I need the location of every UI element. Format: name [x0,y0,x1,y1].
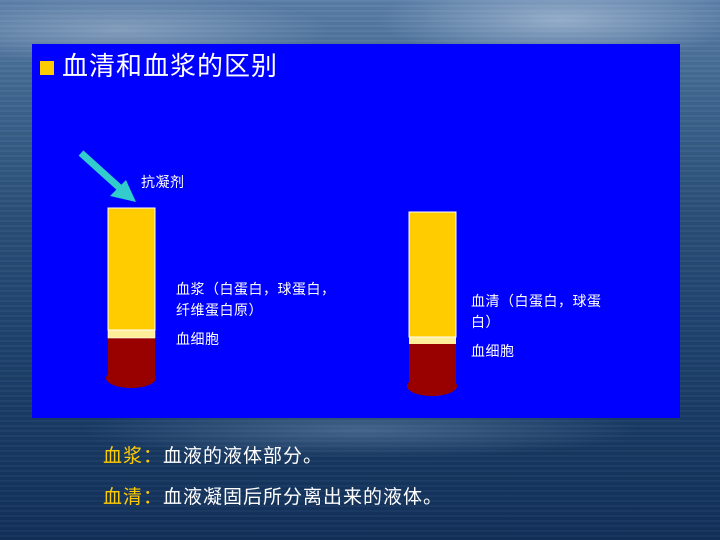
title-row: 血清和血浆的区别 [40,51,278,83]
left-tube-cells [108,338,155,378]
right-tube-interface [409,337,456,344]
square-bullet-icon [40,61,54,75]
left-cells-label: 血细胞 [176,332,220,348]
serum-label: 血清（白蛋白，球蛋白） [471,294,602,331]
definition-plasma: 血浆：血液的液体部分。 [103,443,323,469]
anticoagulant-arrow-icon [78,150,136,202]
slide-title: 血清和血浆的区别 [62,52,279,82]
definition-text: 血液的液体部分。 [163,445,324,467]
left-tube-plasma [107,207,156,331]
anticoagulant-label: 抗凝剂 [141,175,185,191]
right-tube-cells [409,344,456,386]
definition-term: 血浆： [103,445,164,467]
right-tube-serum [408,211,457,338]
left-tube [106,207,156,388]
left-tube-buffy-coat [107,329,156,339]
definition-serum: 血清：血液凝固后所分离出来的液体。 [103,484,443,510]
right-cells-label: 血细胞 [471,344,515,360]
definition-term: 血清： [103,486,164,508]
right-tube [407,211,457,396]
definition-text: 血液凝固后所分离出来的液体。 [163,486,444,508]
plasma-label: 血浆（白蛋白，球蛋白，纤维蛋白原） [176,282,336,319]
